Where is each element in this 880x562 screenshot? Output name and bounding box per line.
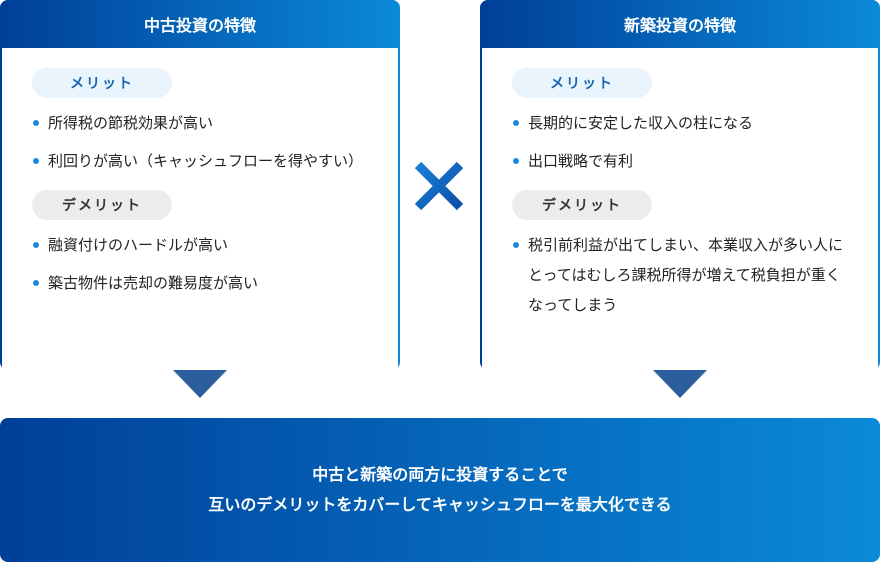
conclusion-line: 中古と新築の両方に投資することで bbox=[312, 465, 568, 484]
card-title: 中古投資の特徴 bbox=[0, 0, 400, 48]
demerit-label: デメリット bbox=[512, 190, 652, 220]
list-item: 出口戦略で有利 bbox=[512, 146, 878, 176]
demerit-label: デメリット bbox=[32, 190, 172, 220]
new-investment-card: 新築投資の特徴 メリット 長期的に安定した収入の柱になる 出口戦略で有利 デメリ… bbox=[480, 0, 880, 414]
card-title: 新築投資の特徴 bbox=[480, 0, 880, 48]
list-item: 築古物件は売却の難易度が高い bbox=[32, 268, 398, 298]
list-item: 長期的に安定した収入の柱になる bbox=[512, 108, 878, 138]
down-arrow-icon bbox=[173, 370, 227, 398]
list-item: 所得税の節税効果が高い bbox=[32, 108, 398, 138]
list-item: 融資付けのハードルが高い bbox=[32, 230, 398, 260]
used-investment-card: 中古投資の特徴 メリット 所得税の節税効果が高い 利回りが高い（キャッシュフロー… bbox=[0, 0, 400, 414]
merit-label: メリット bbox=[512, 68, 652, 98]
list-item: 税引前利益が出てしまい、本業収入が多い人にとってはむしろ課税所得が増えて税負担が… bbox=[512, 230, 878, 320]
cross-icon bbox=[414, 161, 464, 211]
down-arrow-icon bbox=[653, 370, 707, 398]
list-item: 利回りが高い（キャッシュフローを得やすい） bbox=[32, 146, 398, 176]
conclusion-line: 互いのデメリットをカバーしてキャッシュフローを最大化できる bbox=[208, 495, 672, 514]
conclusion-banner: 中古と新築の両方に投資することで 互いのデメリットをカバーしてキャッシュフローを… bbox=[0, 418, 880, 562]
merit-label: メリット bbox=[32, 68, 172, 98]
